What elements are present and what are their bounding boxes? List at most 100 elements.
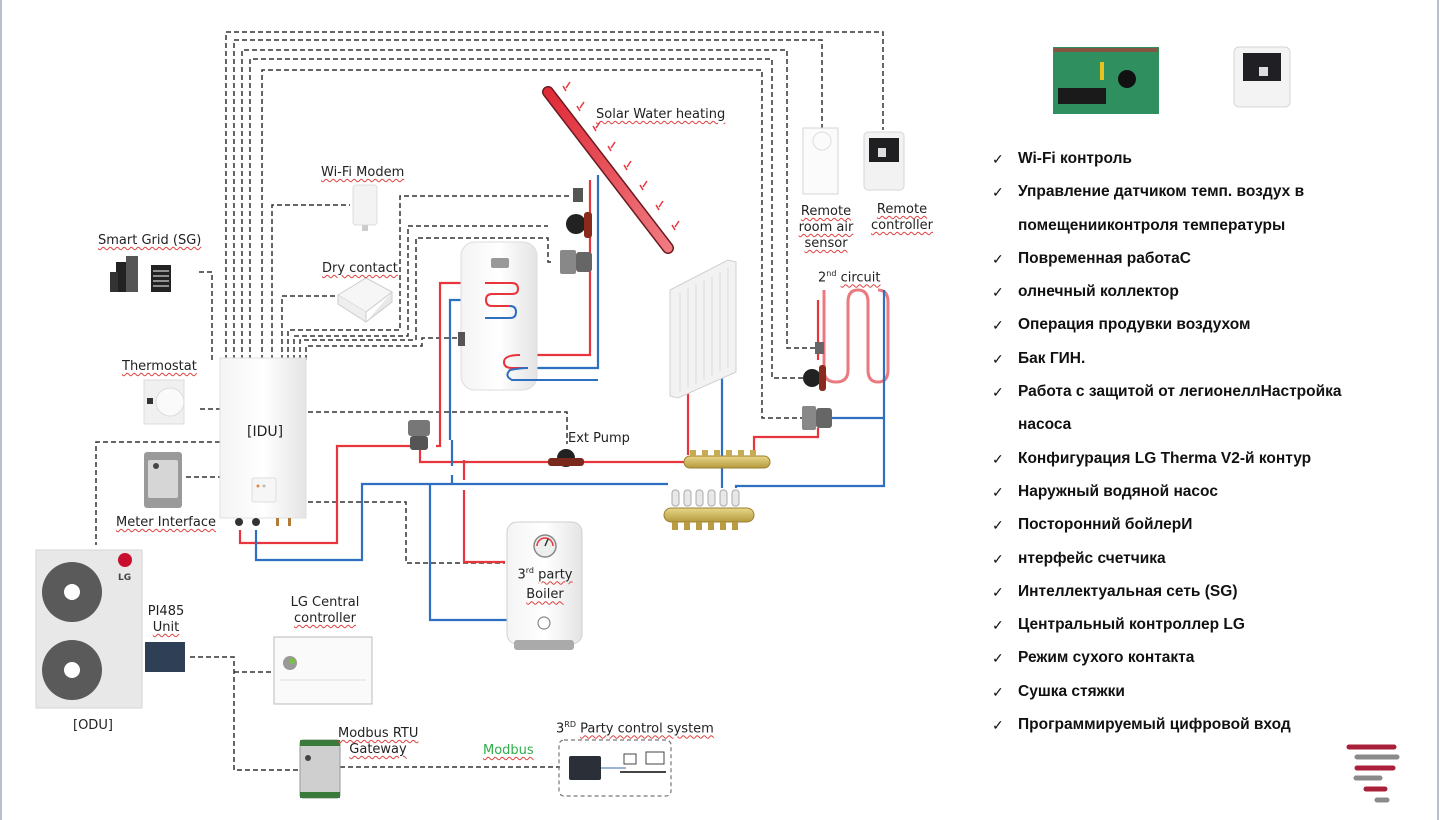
checkmark-icon: ✓ (992, 184, 1004, 201)
wifi-modem (352, 184, 378, 231)
feature-item: ✓ Операция продувки воздухом (992, 312, 1432, 345)
feature-text: Wi-Fi контроль (1018, 150, 1132, 167)
feature-text: Сушка стяжки (1018, 682, 1125, 700)
label-meter-interface: Meter Interface (116, 515, 216, 530)
feature-text: Операция продувки воздухом (1018, 316, 1251, 334)
thermostat-device (143, 379, 185, 425)
solar-collector (542, 81, 680, 254)
pipe-boiler-cold (428, 484, 507, 622)
label-wifi-modem: Wi-Fi Modem (321, 165, 405, 180)
feature-item: ✓ Посторонний бойлерИ (992, 512, 1432, 545)
feature-text: Повременная работаС (1018, 249, 1191, 267)
label-solar-water-heating: Solar Water heating (596, 107, 726, 122)
tank-sensor (458, 332, 465, 346)
supply-manifold (683, 450, 771, 469)
wire-smart-grid (198, 271, 213, 360)
pipe-solar-cold (520, 175, 600, 370)
circuit-valve (802, 406, 832, 430)
indoor-unit (219, 357, 307, 526)
pipe-idu-hot-out (238, 444, 412, 545)
label-odu: [ODU] (73, 718, 113, 733)
pcb-photo (1053, 47, 1159, 114)
feature-item: ✓олнечный коллектор (992, 279, 1432, 312)
feature-text: Режим сухого контакта (1018, 649, 1195, 667)
wire-solar-pump (293, 225, 548, 360)
wire-dry-contact (281, 295, 350, 360)
meter-interface-device (144, 452, 182, 508)
feature-item: ✓ Программируемый цифровой вход (992, 712, 1432, 745)
wire-remote-controller (225, 31, 884, 360)
feature-text: нтерфейс счетчика (1018, 549, 1166, 567)
feature-item: ✓Интеллектуальная сеть (SG) (992, 579, 1432, 612)
remote-controller-device (863, 131, 905, 191)
wire-2nd-circuit-pump (249, 58, 808, 379)
checkmark-icon: ✓ (992, 483, 1004, 500)
feature-text: Интеллектуальная сеть (SG) (1018, 582, 1238, 600)
feature-item: ✓ Центральный контроллер LG (992, 612, 1432, 645)
control-wiring (95, 31, 884, 771)
return-manifold (663, 489, 755, 530)
wire-2nd-circuit-valve (261, 69, 806, 419)
outdoor-unit (35, 549, 143, 709)
checkmark-icon: ✓ (992, 317, 1004, 334)
feature-item: ✓ Сушка стяжки (992, 679, 1432, 712)
feature-item: ✓ нтерфейс счетчика (992, 546, 1432, 579)
circuit-pump (803, 365, 826, 391)
label-third-party-control-system: 3RD Party control system (556, 720, 714, 737)
feature-text: Центральный контроллер LG (1018, 616, 1245, 634)
checkmark-icon: ✓ (992, 284, 1004, 301)
solar-sensor (573, 188, 583, 202)
solar-valve (560, 250, 592, 274)
label-thermostat: Thermostat (122, 359, 197, 374)
feature-item: ✓Управление датчиком темп. воздух в (992, 179, 1432, 212)
circuit-sensor (815, 342, 824, 354)
label-modbus: Modbus (483, 743, 534, 758)
checkmark-icon: ✓ (992, 717, 1004, 734)
checkmark-icon: ✓ (992, 617, 1004, 634)
underfloor-loops (822, 288, 890, 384)
pipe-boiler-hot (462, 490, 505, 564)
external-pump (548, 449, 584, 467)
feature-text: Посторонний бойлерИ (1018, 516, 1193, 534)
label-idu: [IDU] (247, 424, 284, 440)
wire-wifi (271, 204, 350, 360)
feature-text: Наружный водяной насос (1018, 482, 1218, 500)
label-smart-grid: Smart Grid (SG) (98, 233, 202, 248)
feature-item-continuation: помещенииконтроля температуры (1018, 216, 1286, 234)
label-second-circuit: 2nd circuit (818, 269, 881, 286)
controller-photo (1233, 46, 1291, 108)
right-frame-border (1437, 0, 1439, 820)
radiator (669, 259, 737, 399)
pipe-2nd-circuit-hot (752, 428, 820, 455)
checkmark-icon: ✓ (992, 350, 1004, 367)
feature-item: ✓Конфигурация LG Therma V2-й контур (992, 446, 1432, 479)
checkmark-icon: ✓ (992, 517, 1004, 534)
wire-boiler (308, 501, 505, 564)
feature-item: ✓Работа с защитой от легионеллНастройка (992, 379, 1432, 412)
checkmark-icon: ✓ (992, 550, 1004, 567)
wire-ext-pump (308, 411, 568, 444)
pipe-idu-cold-return (254, 482, 668, 562)
solar-pump (566, 212, 592, 238)
feature-item: ✓Wi-Fi контроль (992, 146, 1432, 179)
wire-odu (95, 441, 220, 545)
dry-contact-device (337, 277, 393, 323)
checkmark-icon: ✓ (992, 650, 1004, 667)
feature-text: Программируемый цифровой вход (1018, 716, 1291, 734)
feature-list: ✓Wi-Fi контроль✓Управление датчиком темп… (992, 146, 1432, 745)
three-way-valve (408, 420, 430, 450)
pi485-board (145, 642, 185, 672)
checkmark-icon: ✓ (992, 450, 1004, 467)
left-frame-border (0, 0, 2, 820)
feature-item: ✓ Наружный водяной насос (992, 479, 1432, 512)
label-dry-contact: Dry contact (322, 261, 398, 276)
third-party-control-system (558, 739, 672, 797)
pipe-solar-hot (520, 180, 592, 357)
checkmark-icon: ✓ (992, 683, 1004, 700)
pipe-2nd-circuit-cold (734, 290, 886, 488)
